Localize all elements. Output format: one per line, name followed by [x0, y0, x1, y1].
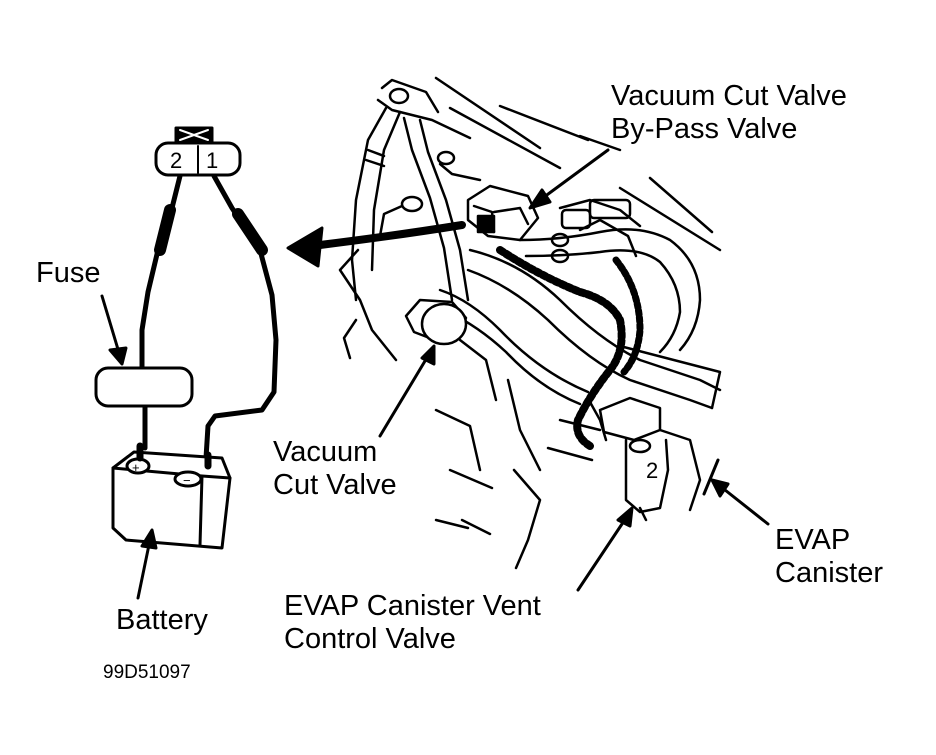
label-evap-canister-line2: Canister: [775, 557, 883, 589]
battery: [111, 442, 232, 550]
label-vacuum-cut-valve-bypass-line1: Vacuum Cut Valve: [611, 80, 847, 112]
engine-compartment: [338, 76, 722, 570]
label-vacuum-cut-valve-bypass-line2: By-Pass Valve: [611, 113, 798, 145]
label-vacuum-cut-valve: Vacuum Cut Valve: [273, 436, 397, 502]
pointer-arrows: [100, 148, 770, 600]
direction-arrow: [286, 221, 466, 268]
test-leads: [139, 173, 279, 461]
figure-code: 99D51097: [103, 662, 191, 683]
connector-pin-2: 2: [170, 148, 182, 173]
fuse-box: [94, 366, 194, 408]
label-fuse: Fuse: [36, 257, 101, 289]
label-vacuum-cut-valve-bypass: Vacuum Cut Valve By-Pass Valve: [611, 80, 847, 146]
label-vacuum-cut-valve-line2: Cut Valve: [273, 469, 397, 501]
label-evap-canister: EVAP Canister: [775, 524, 883, 590]
label-battery: Battery: [116, 604, 208, 636]
label-vent-control-valve-line1: EVAP Canister Vent: [284, 590, 541, 622]
battery-negative-mark: −: [183, 473, 191, 488]
battery-positive-mark: +: [132, 460, 140, 475]
connector: 2 1: [154, 126, 242, 177]
label-vacuum-cut-valve-line1: Vacuum: [273, 436, 378, 468]
label-vent-control-valve: EVAP Canister Vent Control Valve: [284, 590, 541, 656]
label-vent-control-valve-line2: Control Valve: [284, 623, 456, 655]
label-evap-canister-line1: EVAP: [775, 524, 851, 556]
vent-valve-marking: 2: [646, 458, 658, 483]
connector-pin-1: 1: [206, 148, 218, 173]
